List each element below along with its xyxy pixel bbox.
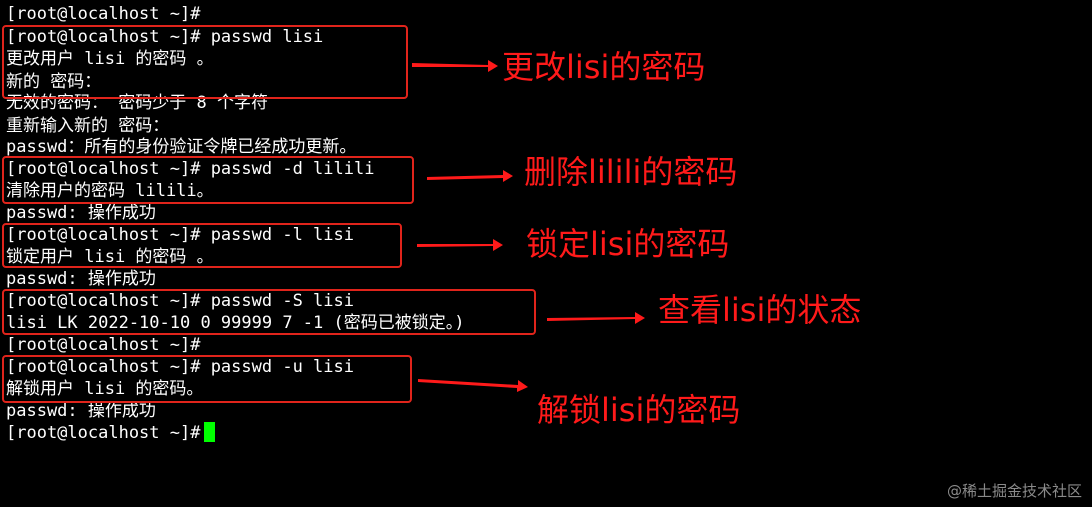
highlight-box-delete-password	[2, 156, 414, 204]
terminal-line: 锁定用户 lisi 的密码 。	[6, 247, 214, 267]
terminal-line: [root@localhost ~]#	[6, 335, 201, 355]
annotation-change-password: 更改lisi的密码	[502, 48, 706, 86]
highlight-box-status	[2, 289, 536, 335]
highlight-box-lock-password	[2, 223, 402, 268]
terminal-line: 更改用户 lisi 的密码 。	[6, 49, 214, 69]
annotation-delete-password: 删除lilili的密码	[524, 153, 738, 191]
annotation-unlock-password: 解锁lisi的密码	[537, 391, 741, 429]
terminal-line: [root@localhost ~]# passwd -u lisi	[6, 357, 354, 377]
terminal-cursor	[204, 422, 216, 442]
terminal-line: [root@localhost ~]#	[6, 4, 201, 24]
terminal-prompt: [root@localhost ~]#	[6, 423, 201, 443]
terminal-prompt-line: [root@localhost ~]#	[6, 422, 216, 444]
terminal-line: 新的 密码：	[6, 72, 102, 92]
terminal-line: 解锁用户 lisi 的密码。	[6, 379, 204, 399]
highlight-box-change-password	[2, 25, 408, 99]
arrow-icon	[412, 60, 498, 72]
arrow-icon	[417, 239, 503, 251]
terminal-line: 重新输入新的 密码：	[6, 116, 170, 136]
highlight-box-unlock-password	[2, 355, 412, 403]
terminal-line: passwd：所有的身份验证令牌已经成功更新。	[6, 137, 357, 157]
annotation-status: 查看lisi的状态	[658, 291, 862, 329]
terminal-line: [root@localhost ~]# passwd -d lilili	[6, 159, 375, 179]
terminal-line: [root@localhost ~]# passwd -l lisi	[6, 225, 354, 245]
terminal-line: passwd: 操作成功	[6, 203, 156, 223]
terminal-line: [root@localhost ~]# passwd lisi	[6, 27, 324, 47]
arrow-icon	[547, 312, 645, 324]
terminal-line: passwd: 操作成功	[6, 269, 156, 289]
arrow-icon	[427, 170, 513, 182]
terminal-line: lisi LK 2022-10-10 0 99999 7 -1 (密码已被锁定。…	[6, 313, 465, 333]
annotation-lock-password: 锁定lisi的密码	[526, 225, 730, 263]
terminal-line: 清除用户的密码 lilili。	[6, 181, 214, 201]
terminal-line: [root@localhost ~]# passwd -S lisi	[6, 291, 354, 311]
arrow-icon	[418, 379, 528, 392]
terminal-line: passwd: 操作成功	[6, 401, 156, 421]
watermark: @稀土掘金技术社区	[946, 482, 1082, 500]
